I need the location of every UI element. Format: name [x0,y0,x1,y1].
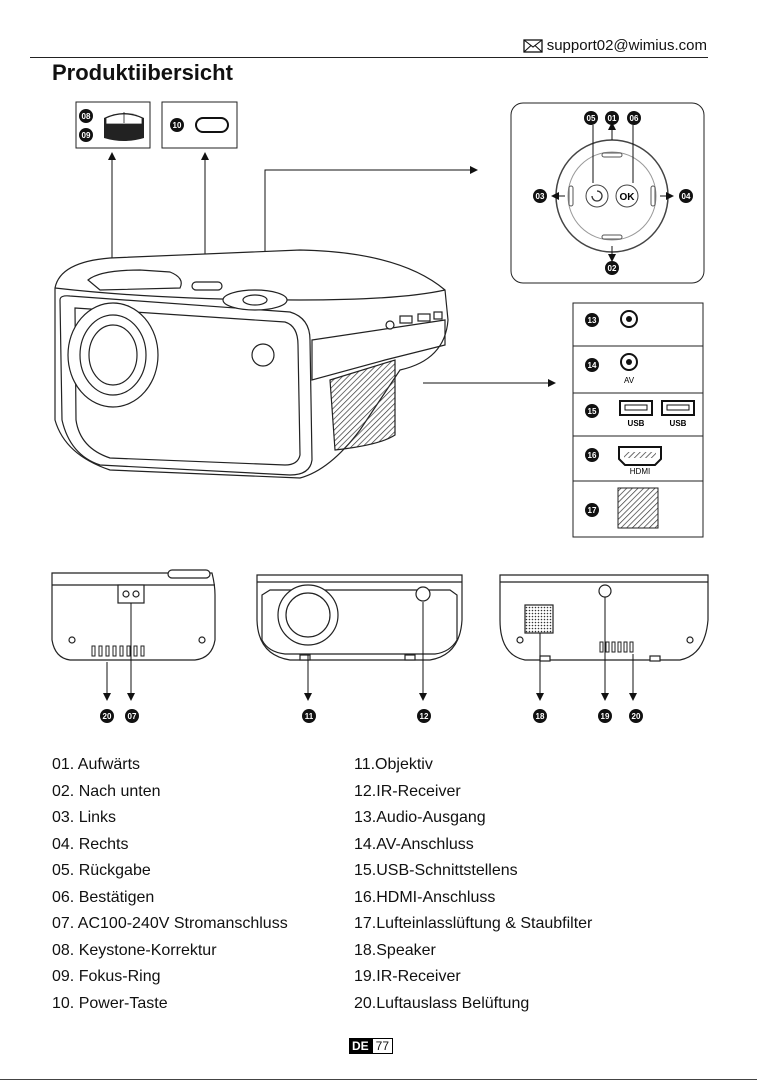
legend-item: 14.AV-Anschluss [354,835,474,853]
projector-side-view [51,569,216,661]
svg-text:AV: AV [624,376,635,385]
callout-08: 08 [79,109,93,123]
svg-text:USB: USB [628,419,645,428]
svg-text:15: 15 [588,407,597,416]
page-title: Produktiibersicht [52,60,233,85]
legend-item: 01. Aufwärts [52,756,141,773]
legend-item: 15.USB-Schnittstellens [354,862,518,879]
projector-main-view [54,249,449,479]
callout-16: 16 [585,448,599,462]
projector-front-view [256,574,463,661]
legend-item: 20.Luftauslass Belüftung [354,994,530,1012]
legend-item: 17.Lufteinlasslüftung & Staubfilter [354,915,593,932]
legend-item: 04. Rechts [52,835,129,853]
svg-text:20: 20 [632,712,641,721]
legend-item: 11.Objektiv [354,756,433,773]
legend-item: 07. AC100-240V Stromanschluss [52,915,288,932]
callout-20b: 20 [629,709,643,723]
svg-text:09: 09 [82,131,91,140]
callout-10: 10 [170,118,184,132]
page-number: DE 77 [349,1038,394,1054]
legend-item: 18.Speaker [354,941,436,959]
svg-text:USB: USB [670,419,687,428]
callout-12: 12 [417,709,431,723]
callout-14: 14 [585,358,599,372]
legend-item: 19.IR-Receiver [354,968,461,985]
projector-back-view [499,574,709,662]
callout-02: 02 [605,261,619,275]
page-number-value: 77 [371,1038,394,1054]
svg-text:12: 12 [420,712,429,721]
callout-07: 07 [125,709,139,723]
legend-item: 16.HDMI-Anschluss [354,888,496,906]
svg-text:14: 14 [588,361,597,370]
svg-text:HDMI: HDMI [630,467,650,476]
svg-text:03: 03 [536,192,545,201]
svg-text:17: 17 [588,506,597,515]
svg-text:16: 16 [588,451,597,460]
svg-text:13: 13 [588,316,597,325]
svg-text:11: 11 [305,712,314,721]
callout-11: 11 [302,709,316,723]
legend-right-column: 11.Objektiv 12.IR-Receiver 13.Audio-Ausg… [354,752,592,1017]
svg-text:04: 04 [682,192,691,201]
header-rule [30,57,708,58]
callout-03: 03 [533,189,547,203]
legend-item: 02. Nach unten [52,782,161,800]
envelope-icon [523,38,543,53]
svg-text:02: 02 [608,264,617,273]
callout-01: 01 [605,111,619,125]
legend-item: 06. Bestätigen [52,888,155,906]
legend-item: 03. Links [52,809,117,826]
legend-item: 12.IR-Receiver [354,782,461,800]
svg-text:08: 08 [82,112,91,121]
control-pad-inset: OK [510,102,705,284]
callout-17: 17 [585,503,599,517]
legend-item: 09. Fokus-Ring [52,968,161,985]
svg-text:06: 06 [630,114,639,123]
legend-item: 10. Power-Taste [52,994,168,1012]
svg-text:OK: OK [620,192,636,203]
svg-text:05: 05 [587,114,596,123]
callout-19: 19 [598,709,612,723]
svg-text:19: 19 [601,712,610,721]
callout-15: 15 [585,404,599,418]
legend-item: 08. Keystone-Korrektur [52,941,217,959]
callout-04: 04 [679,189,693,203]
svg-text:18: 18 [536,712,545,721]
svg-text:10: 10 [173,121,182,130]
callout-13: 13 [585,313,599,327]
svg-text:01: 01 [608,114,617,123]
legend-item: 13.Audio-Ausgang [354,809,486,826]
footer-rule [0,1079,757,1080]
callout-09: 09 [79,128,93,142]
callout-05: 05 [584,111,598,125]
legend-left-column: 01. Aufwärts 02. Nach unten 03. Links 04… [52,752,288,1017]
svg-text:07: 07 [128,712,137,721]
language-badge: DE [349,1038,372,1054]
svg-text:20: 20 [103,712,112,721]
port-panel: AV USB USB HDMI [572,302,704,538]
legend-item: 05. Rückgabe [52,862,151,879]
support-email[interactable]: support02@wimius.com [523,37,707,54]
callout-06: 06 [627,111,641,125]
callout-20a: 20 [100,709,114,723]
callout-18: 18 [533,709,547,723]
support-email-text: support02@wimius.com [546,37,707,54]
